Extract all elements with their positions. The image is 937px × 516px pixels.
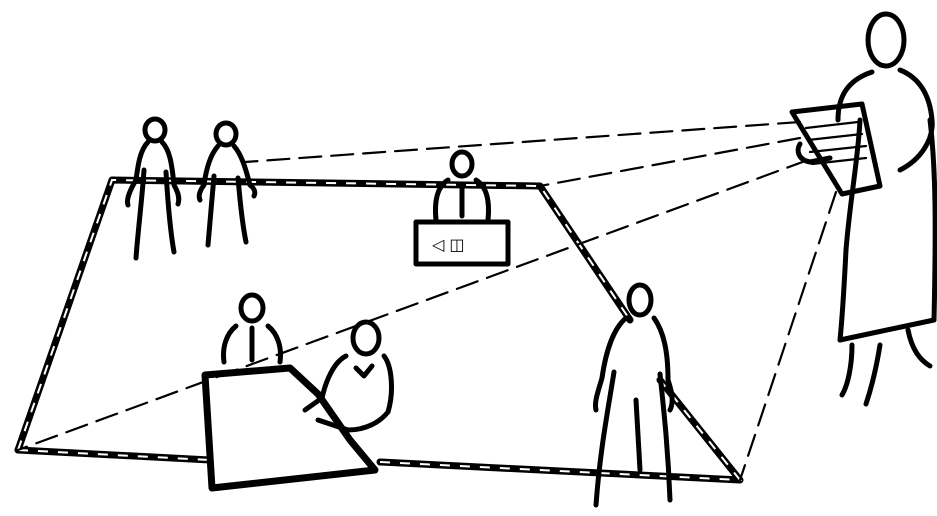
small-desk: ◁ ◫ [416, 222, 508, 264]
seated-person-small-desk [436, 152, 489, 220]
desk-sign-glyphs: ◁ ◫ [431, 235, 465, 254]
standing-person-left [127, 119, 178, 258]
observer-figure [838, 14, 935, 404]
seated-person-at-desk-side [305, 322, 391, 430]
seated-person-behind-desk [224, 295, 281, 362]
sight-lines [18, 122, 836, 480]
